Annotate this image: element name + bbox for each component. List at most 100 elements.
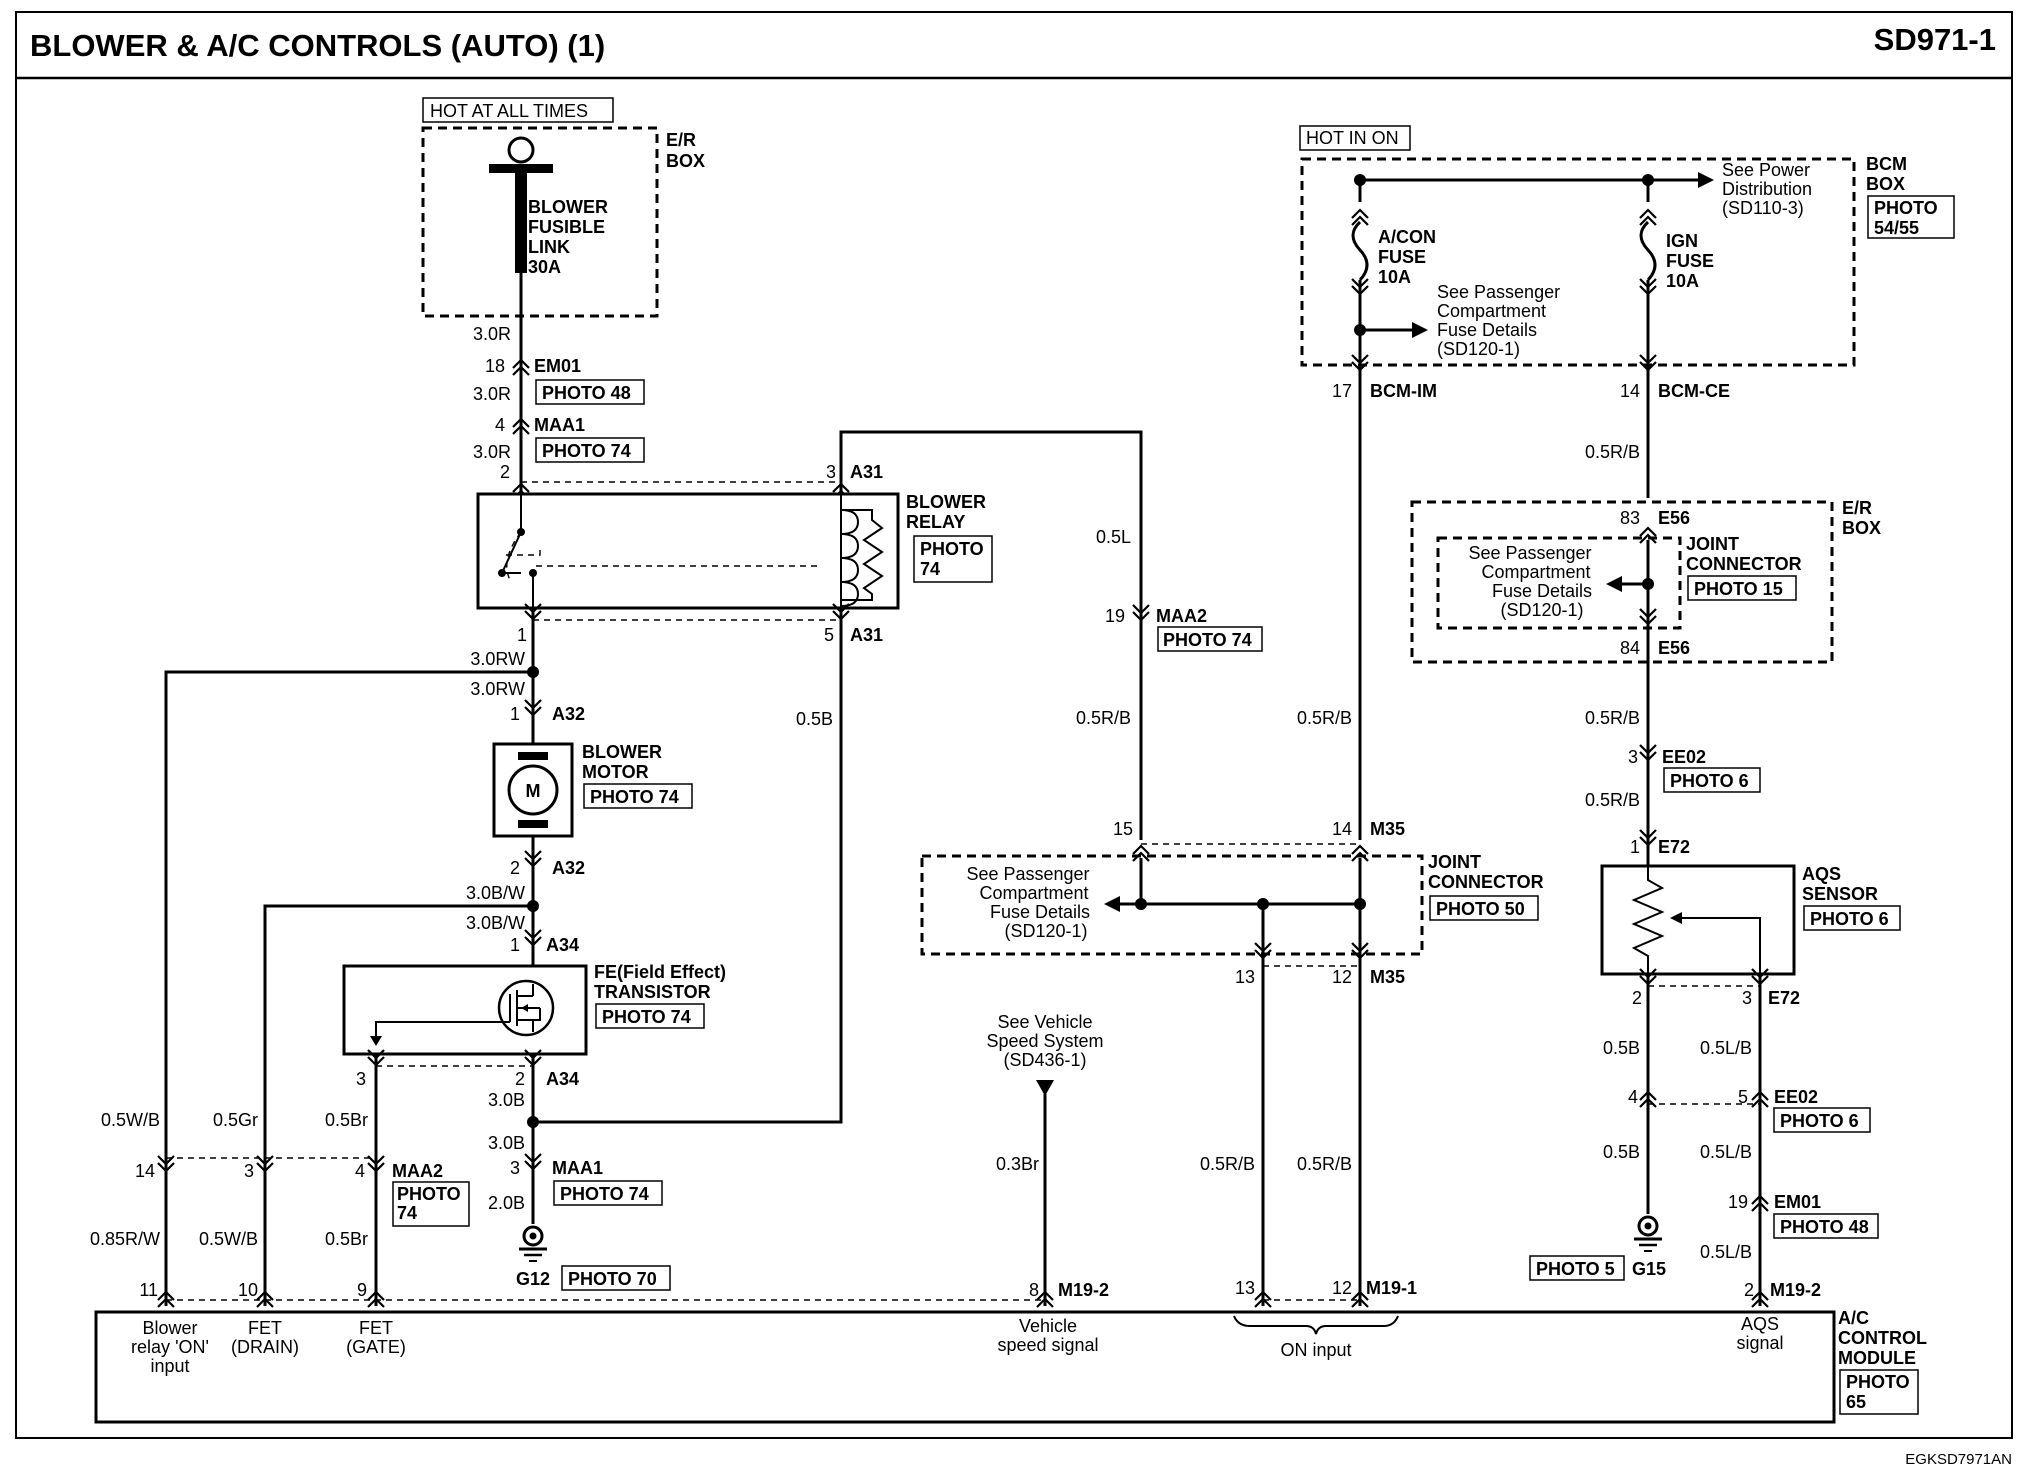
ign-fuse-label-2: FUSE [1666, 251, 1714, 271]
ign-fuse-label-3: 10A [1666, 271, 1699, 291]
ign-fuse-icon [1639, 220, 1657, 282]
photo-74-maa2-top: PHOTO 74 [1163, 630, 1252, 650]
see-vehicle-speed-2: Speed System [986, 1031, 1103, 1051]
wire-0-5lb-em01: 0.5L/B [1700, 1242, 1752, 1262]
photo-50-box [1429, 895, 1539, 921]
connector-em01-b: EM01 [1774, 1192, 1821, 1212]
fusible-link-label: BLOWER [528, 197, 608, 217]
connector-e72-top: E72 [1658, 837, 1690, 857]
photo-74-maa1-b: PHOTO 74 [560, 1184, 649, 1204]
connector-ee02-bottom: EE02 [1774, 1087, 1818, 1107]
connector-m19-2-a: M19-2 [1058, 1280, 1109, 1300]
ac-control-module-box [94, 1310, 1836, 1424]
photo-74-box-fet [595, 1003, 705, 1029]
photo-48-a: PHOTO 48 [542, 383, 631, 403]
wire-0-5rb-m35-12: 0.5R/B [1297, 1154, 1352, 1174]
acon-fuse-icon [1351, 220, 1369, 282]
pin-4-ee02: 4 [1628, 1087, 1638, 1107]
pin-3-e72: 3 [1742, 988, 1752, 1008]
power-distribution-arrow-icon [1698, 172, 1714, 188]
see-power-distribution-2: Distribution [1722, 179, 1812, 199]
photo-74-box-relay [913, 535, 993, 583]
pin-3-maa1: 3 [510, 1158, 520, 1178]
pin-15-m35: 15 [1113, 819, 1133, 839]
photo-74-maa1-a: PHOTO 74 [542, 441, 631, 461]
photo-5-box [1529, 1255, 1625, 1281]
wire-0-5lb-aqs: 0.5L/B [1700, 1038, 1752, 1058]
er-box-right-label: E/R [1842, 498, 1872, 518]
e56-see-passenger-fuse-3: Fuse Details [1492, 581, 1592, 601]
connector-a31-top: A31 [850, 462, 883, 482]
photo-6-box-ee02-top [1663, 767, 1761, 793]
battery-terminal-icon [507, 136, 535, 164]
wire-3-0bw-a: 3.0B/W [466, 883, 525, 903]
fet-label-2: TRANSISTOR [594, 982, 711, 1002]
ground-g12-icon [517, 1225, 549, 1263]
blower-relay-label-2: RELAY [906, 512, 965, 532]
wire-0-5b-ee02: 0.5B [1603, 1142, 1640, 1162]
connector-a34-top: A34 [546, 935, 579, 955]
ac-control-module-label: A/C [1838, 1308, 1869, 1328]
pin-2-e72: 2 [1632, 988, 1642, 1008]
fet-label: FE(Field Effect) [594, 962, 726, 982]
photo-15-box [1687, 575, 1797, 601]
input-blower-relay-on-3: input [150, 1356, 189, 1376]
wire-0-5wb-a: 0.5W/B [101, 1110, 160, 1130]
photo-65-box [1839, 1369, 1919, 1415]
er-box-right-label-2: BOX [1842, 518, 1881, 538]
input-aqs-signal: AQS [1741, 1314, 1779, 1334]
blower-motor-symbol: M [526, 781, 541, 801]
photo-54-55-box [1867, 195, 1955, 239]
fusible-link-label-2: FUSIBLE [528, 217, 605, 237]
wire-0-5rb-bcm-ce: 0.5R/B [1585, 442, 1640, 462]
wire-0-5lb-ee02: 0.5L/B [1700, 1142, 1752, 1162]
blower-relay-label: BLOWER [906, 492, 986, 512]
wire-0-5rb-maa2: 0.5R/B [1076, 708, 1131, 728]
photo-48-box-a [535, 379, 645, 405]
wire-3-0bw-b: 3.0B/W [466, 913, 525, 933]
pin-84-e56: 84 [1620, 638, 1640, 658]
bcm-fuse-details-arrow-icon [1412, 322, 1428, 338]
connector-a32-bottom: A32 [552, 858, 585, 878]
aqs-sensor-label-2: SENSOR [1802, 884, 1878, 904]
input-fet-drain: FET [248, 1318, 282, 1338]
pin-3-a34: 3 [356, 1069, 366, 1089]
pin-1-a34: 1 [510, 935, 520, 955]
blower-motor-label-2: MOTOR [582, 762, 649, 782]
aqs-sensor-icon [1631, 866, 1665, 974]
hot-at-all-times-label-box [422, 97, 614, 123]
pin-5-ee02: 5 [1738, 1087, 1748, 1107]
photo-70: PHOTO 70 [568, 1269, 657, 1289]
joint-connector-e56-outline [1436, 536, 1682, 630]
pin-2-a32: 2 [510, 858, 520, 878]
input-fet-gate: FET [359, 1318, 393, 1338]
pin-8-m19-2: 8 [1029, 1280, 1039, 1300]
hot-at-all-times-label: HOT AT ALL TIMES [430, 101, 588, 121]
pin-9-m19-2: 9 [357, 1280, 367, 1300]
fusible-link-label-4: 30A [528, 257, 561, 277]
photo-74-maa2-bottom-2: 74 [397, 1203, 417, 1223]
joint-connector-m35-label-2: CONNECTOR [1428, 872, 1544, 892]
photo-15: PHOTO 15 [1694, 579, 1783, 599]
wire-0-5b-relay: 0.5B [796, 709, 833, 729]
bcm-see-passenger-fuse-2: Compartment [1437, 301, 1546, 321]
connector-g12: G12 [516, 1269, 550, 1289]
page-title: BLOWER & A/C CONTROLS (AUTO) (1) [30, 28, 605, 63]
connector-maa1-b: MAA1 [552, 1158, 603, 1178]
photo-50: PHOTO 50 [1436, 899, 1525, 919]
pin-83-e56: 83 [1620, 508, 1640, 528]
m35-see-passenger-fuse-3: Fuse Details [990, 902, 1090, 922]
photo-65-2: 65 [1846, 1392, 1866, 1412]
input-aqs-signal-2: signal [1736, 1333, 1783, 1353]
pin-13-m19-1: 13 [1235, 1278, 1255, 1298]
wire-3-0rw-a: 3.0RW [470, 649, 525, 669]
connector-m19-1: M19-1 [1366, 1278, 1417, 1298]
wire-0-5l: 0.5L [1096, 527, 1131, 547]
input-blower-relay-on-2: relay 'ON' [131, 1337, 209, 1357]
pin-14-maa2: 14 [135, 1161, 155, 1181]
pin-14-bcm-ce: 14 [1620, 381, 1640, 401]
connector-ee02-top: EE02 [1662, 747, 1706, 767]
ac-control-module-label-2: CONTROL [1838, 1328, 1927, 1348]
connector-maa2-bottom: MAA2 [392, 1161, 443, 1181]
